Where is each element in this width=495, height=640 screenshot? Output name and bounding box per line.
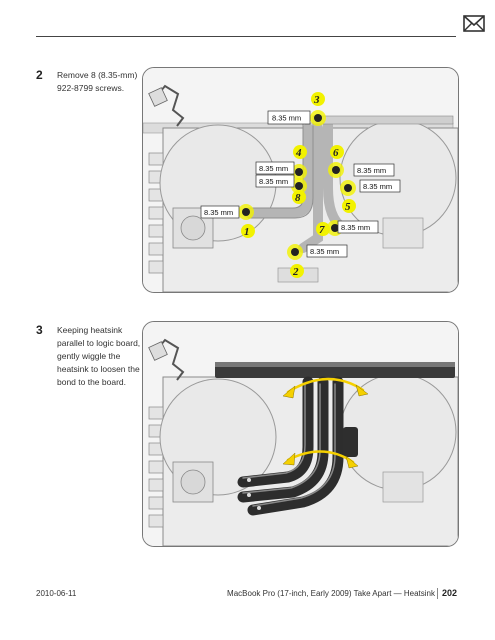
screw-3 [310,110,326,126]
figure-remove-screws: 8.35 mm 8.35 mm 8.35 mm 8.35 mm 8.35 mm … [142,67,459,293]
screw-label: 8.35 mm [310,247,339,256]
screw-highlights [238,110,356,260]
heatsink-wiggle-illustration [143,322,458,546]
screw-label: 8.35 mm [272,114,301,123]
callouts: 3 4 6 8 5 1 7 2 [241,92,356,278]
page-number: 202 [442,588,458,598]
callout-3: 3 [313,94,320,106]
callout-4: 4 [295,147,302,159]
footer-date: 2010-06-11 [36,589,77,598]
screw-label: 8.35 mm [341,223,370,232]
footer-divider [437,588,438,599]
screw-label: 8.35 mm [363,182,392,191]
callout-2: 2 [292,266,299,278]
callout-5: 5 [345,201,351,213]
screw-8 [291,178,307,194]
screw-label: 8.35 mm [204,208,233,217]
screw-label: 8.35 mm [259,164,288,173]
screw-size-labels: 8.35 mm 8.35 mm 8.35 mm 8.35 mm 8.35 mm … [200,110,401,258]
step-number: 2 [36,68,43,82]
callout-6: 6 [333,147,339,159]
step-number: 3 [36,323,43,337]
logic-board-screws-illustration: 8.35 mm 8.35 mm 8.35 mm 8.35 mm 8.35 mm … [143,68,458,292]
screw-label: 8.35 mm [259,177,288,186]
screw-2 [287,244,303,260]
screw-4 [291,164,307,180]
upper-wiggle-arrow [286,377,365,394]
envelope-icon[interactable] [463,15,485,32]
callout-1: 1 [244,226,250,238]
step-instruction: Keeping heatsink parallel to logic board… [57,325,141,387]
screw-label: 8.35 mm [357,166,386,175]
screw-6 [328,162,344,178]
step-instruction: Remove 8 (8.35-mm) 922-8799 screws. [57,70,138,93]
screw-1 [238,204,254,220]
figure-loosen-heatsink [142,321,459,547]
callout-8: 8 [295,192,301,204]
header-rule [36,36,456,37]
screw-5 [340,180,356,196]
callout-7: 7 [319,224,325,236]
footer-document-title: MacBook Pro (17-inch, Early 2009) Take A… [227,589,435,598]
